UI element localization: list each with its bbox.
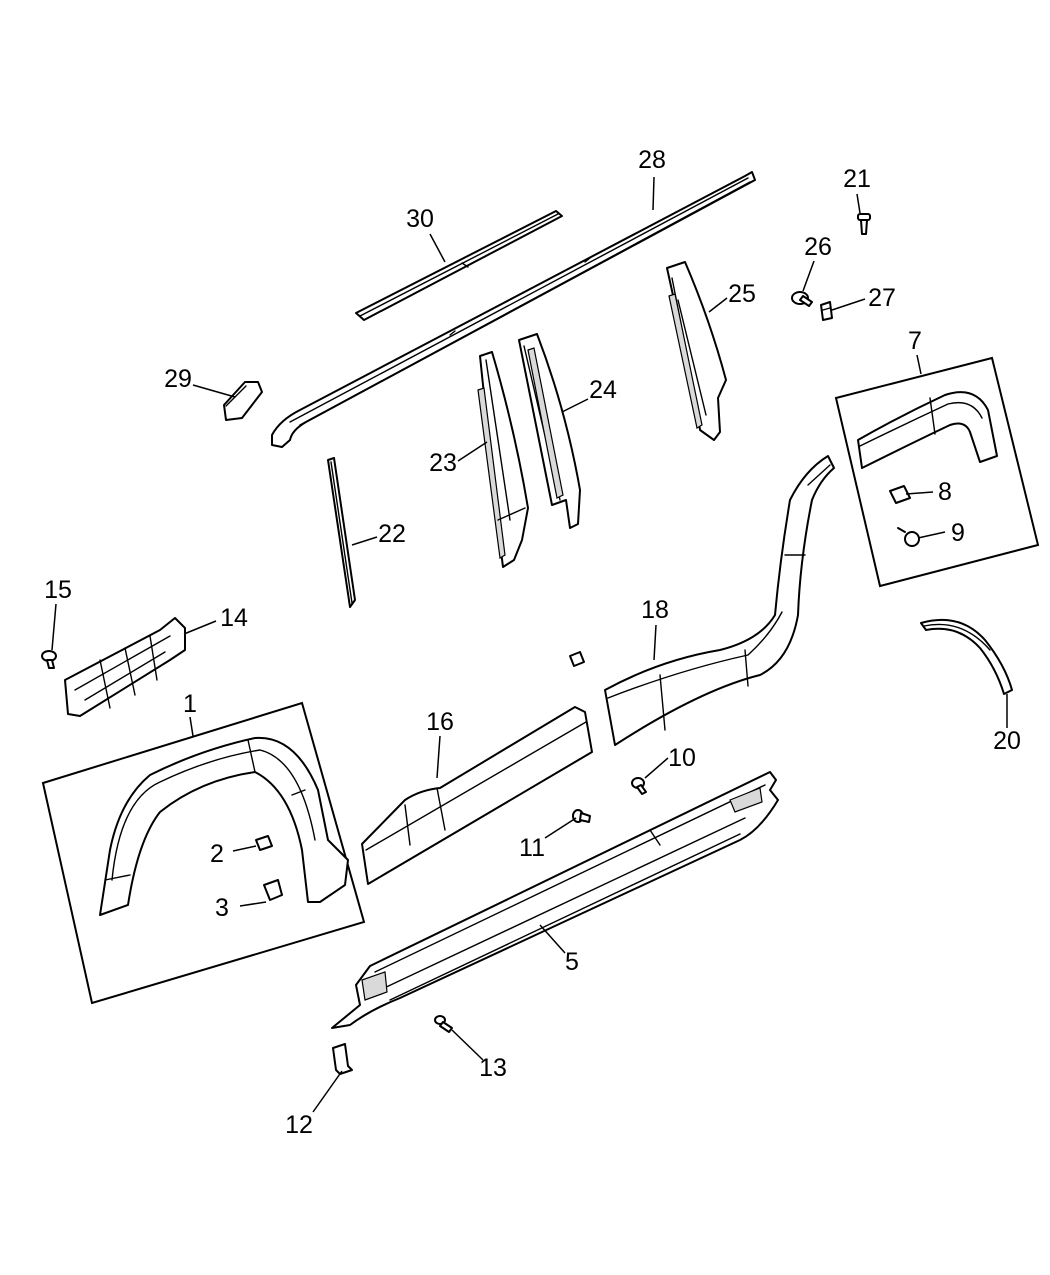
part-20-flare-molding — [920, 619, 1013, 695]
part-7-group-box — [834, 356, 1040, 588]
part-14-bracket — [64, 617, 186, 717]
callout-13: 13 — [479, 1054, 507, 1082]
clip-near-18 — [569, 651, 585, 667]
callout-15: 15 — [44, 576, 72, 604]
callout-8: 8 — [938, 478, 952, 506]
part-1-group-box — [41, 701, 366, 1005]
callout-7: 7 — [908, 327, 922, 355]
part-15-clip — [41, 650, 57, 669]
part-12-bracket — [332, 1043, 353, 1075]
callout-27: 27 — [868, 284, 896, 312]
callout-3: 3 — [215, 894, 229, 922]
part-5-rocker-molding — [331, 771, 779, 1029]
callout-5: 5 — [565, 948, 579, 976]
callout-12: 12 — [285, 1111, 313, 1139]
part-21-screw — [857, 213, 871, 235]
callout-28: 28 — [638, 146, 666, 174]
part-22-pillar-molding — [327, 457, 356, 608]
callout-2: 2 — [210, 840, 224, 868]
part-23-applique — [477, 351, 529, 568]
callout-26: 26 — [804, 233, 832, 261]
part-26-screw — [791, 291, 813, 307]
part-13-screw — [434, 1015, 453, 1033]
callout-11: 11 — [519, 834, 545, 862]
part-11-push-pin — [572, 809, 591, 823]
callout-22: 22 — [378, 520, 406, 548]
part-30-roof-molding — [355, 210, 563, 321]
callout-23: 23 — [429, 449, 457, 477]
callout-25: 25 — [728, 280, 756, 308]
callout-14: 14 — [220, 604, 248, 632]
part-27-clip — [820, 301, 833, 321]
part-24-applique — [518, 333, 581, 529]
callout-1: 1 — [183, 690, 197, 718]
leader-lines — [51, 176, 1008, 1113]
callout-labels: 1 2 3 5 7 8 9 10 11 12 13 14 15 16 18 20… — [44, 146, 1021, 1139]
part-18-door-molding — [604, 455, 835, 746]
callout-29: 29 — [164, 365, 192, 393]
part-25-applique — [666, 261, 727, 441]
callout-16: 16 — [426, 708, 454, 736]
callout-9: 9 — [951, 519, 965, 547]
callout-21: 21 — [843, 165, 871, 193]
part-10-screw — [631, 777, 647, 795]
part-28-roof-rail — [271, 171, 756, 448]
callout-10: 10 — [668, 744, 696, 772]
callout-18: 18 — [641, 596, 669, 624]
part-16-door-molding — [361, 706, 593, 885]
callout-20: 20 — [993, 727, 1021, 755]
callout-24: 24 — [589, 376, 617, 404]
part-29-end-cap — [223, 381, 263, 421]
callout-30: 30 — [406, 205, 434, 233]
